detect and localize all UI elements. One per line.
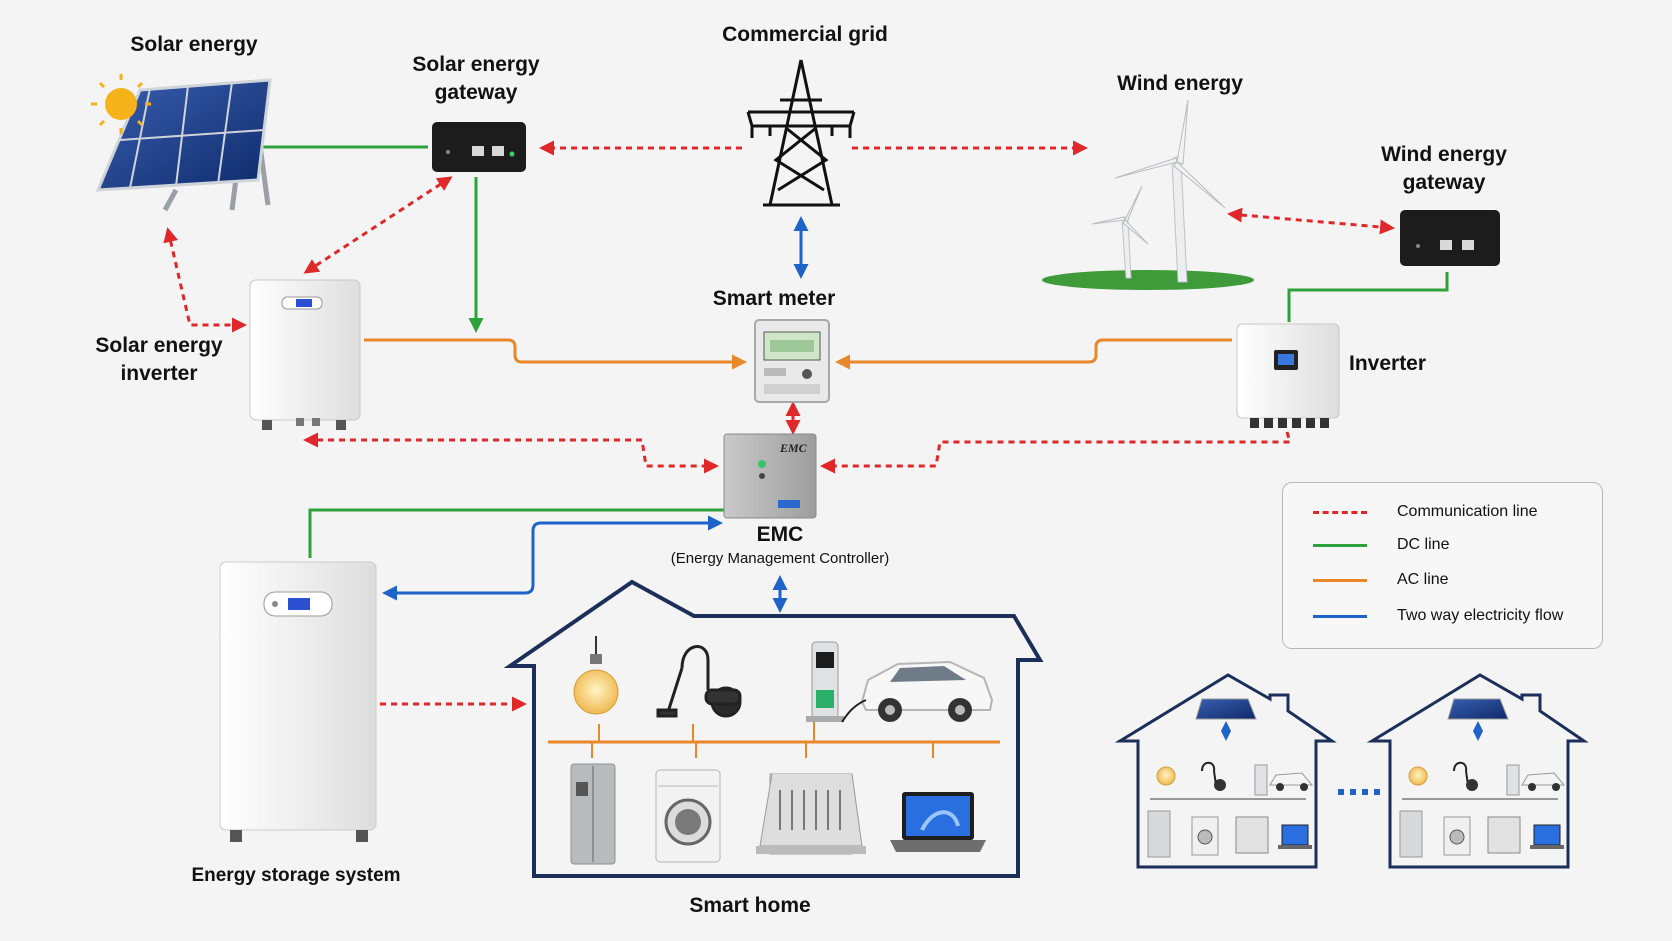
label-solar-gateway-line2: gateway	[434, 81, 518, 104]
ac-line-inverter-to-meter	[835, 338, 1232, 370]
label-solar-energy: Solar energy	[130, 33, 258, 56]
laptop-icon	[890, 792, 986, 852]
legend: Communication line DC line AC line Two w…	[1282, 482, 1603, 649]
house-icon	[1114, 673, 1337, 869]
wind-turbine-icon	[1042, 99, 1254, 290]
connection-lines	[163, 140, 1449, 712]
refrigerator-icon	[1147, 810, 1171, 858]
electric-car-icon	[841, 660, 994, 723]
ac-line-solar-inverter-to-meter	[364, 338, 747, 370]
dishwasher-icon	[1235, 816, 1269, 854]
two-way-emc-storage	[382, 515, 723, 601]
emc-box-icon: EMC	[723, 433, 817, 519]
legend-item-dc: DC line	[1313, 534, 1449, 556]
light-bulb-icon	[1156, 766, 1176, 786]
legend-item-communication: Communication line	[1313, 501, 1538, 523]
wind-gateway-icon	[1400, 210, 1500, 266]
comm-gateway-to-solar-inverter	[303, 176, 453, 274]
comm-inverter-to-emc	[820, 431, 1293, 474]
refrigerator-icon	[1399, 810, 1423, 858]
label-solar-inverter: Solar energy inverter	[59, 332, 259, 388]
small-house-1	[1114, 673, 1337, 869]
legend-swatch-two-way	[1313, 614, 1367, 618]
solar-inverter-icon	[249, 279, 361, 430]
ellipsis-icon	[1338, 789, 1380, 795]
smart-meter-icon	[754, 319, 830, 403]
house-icon	[1366, 673, 1589, 869]
comm-panel-to-solar-inverter	[163, 227, 247, 333]
small-house-2	[1366, 673, 1589, 869]
transmission-tower-icon	[746, 59, 856, 207]
vacuum-cleaner-icon	[1453, 761, 1478, 791]
label-smart-meter: Smart meter	[712, 287, 836, 310]
legend-label: DC line	[1397, 536, 1450, 553]
dishwasher-icon	[1487, 816, 1521, 854]
solar-panel-icon	[1195, 698, 1257, 720]
vacuum-cleaner-icon	[656, 645, 742, 718]
vacuum-cleaner-icon	[1201, 761, 1226, 791]
comm-solar-inverter-to-emc	[303, 432, 719, 474]
electric-car-icon	[1269, 772, 1314, 791]
label-wind-gateway-line1: Wind energy	[1381, 143, 1507, 166]
label-wind-energy: Wind energy	[1117, 72, 1243, 95]
label-energy-storage: Energy storage system	[191, 865, 401, 886]
sun-icon	[91, 74, 151, 134]
label-wind-gateway: Wind energy gateway	[1344, 141, 1544, 197]
solar-panel-icon	[95, 78, 272, 212]
dishwasher-icon	[756, 773, 866, 855]
emc-box-text: EMC	[779, 441, 808, 455]
light-bulb-icon	[1408, 766, 1428, 786]
washing-machine-icon	[1443, 816, 1471, 856]
label-commercial-grid: Commercial grid	[722, 23, 888, 46]
label-emc-short: EMC	[756, 523, 804, 546]
label-inverter: Inverter	[1349, 352, 1427, 375]
label-emc: EMC (Energy Management Controller)	[630, 521, 930, 569]
battery-cabinet-icon	[219, 561, 377, 842]
label-solar-inverter-line2: inverter	[120, 362, 198, 385]
laptop-icon	[1530, 824, 1564, 849]
ev-charger-icon	[1506, 764, 1520, 796]
label-solar-inverter-line1: Solar energy	[95, 334, 223, 357]
electric-car-icon	[1521, 772, 1566, 791]
light-bulb-icon	[573, 636, 619, 715]
legend-item-two-way: Two way electricity flow	[1313, 605, 1563, 627]
gateway-device-icon	[432, 122, 526, 172]
legend-item-ac: AC line	[1313, 569, 1449, 591]
dc-line-emc-to-storage	[308, 508, 726, 558]
label-solar-gateway-line1: Solar energy	[412, 53, 540, 76]
label-wind-gateway-line2: gateway	[1402, 171, 1486, 194]
dc-line-wind-gateway-to-inverter	[1287, 272, 1449, 322]
label-smart-home: Smart home	[689, 894, 811, 917]
ev-charger-icon	[1254, 764, 1268, 796]
inverter-box-icon	[1236, 323, 1340, 428]
washing-machine-icon	[1191, 816, 1219, 856]
house-icon	[503, 579, 1044, 878]
legend-swatch-communication	[1313, 510, 1367, 514]
legend-swatch-dc	[1313, 543, 1367, 547]
laptop-icon	[1278, 824, 1312, 849]
comm-wind-to-gateway	[1227, 207, 1395, 235]
label-emc-full: (Energy Management Controller)	[670, 550, 890, 567]
solar-panel-icon	[1447, 698, 1509, 720]
label-solar-gateway: Solar energy gateway	[376, 51, 576, 107]
legend-label: AC line	[1397, 571, 1449, 588]
ev-charger-icon	[806, 641, 844, 722]
legend-label: Two way electricity flow	[1397, 607, 1564, 624]
washing-machine-icon	[655, 769, 721, 863]
legend-swatch-ac	[1313, 578, 1367, 582]
refrigerator-icon	[570, 763, 616, 865]
legend-label: Communication line	[1397, 503, 1538, 520]
